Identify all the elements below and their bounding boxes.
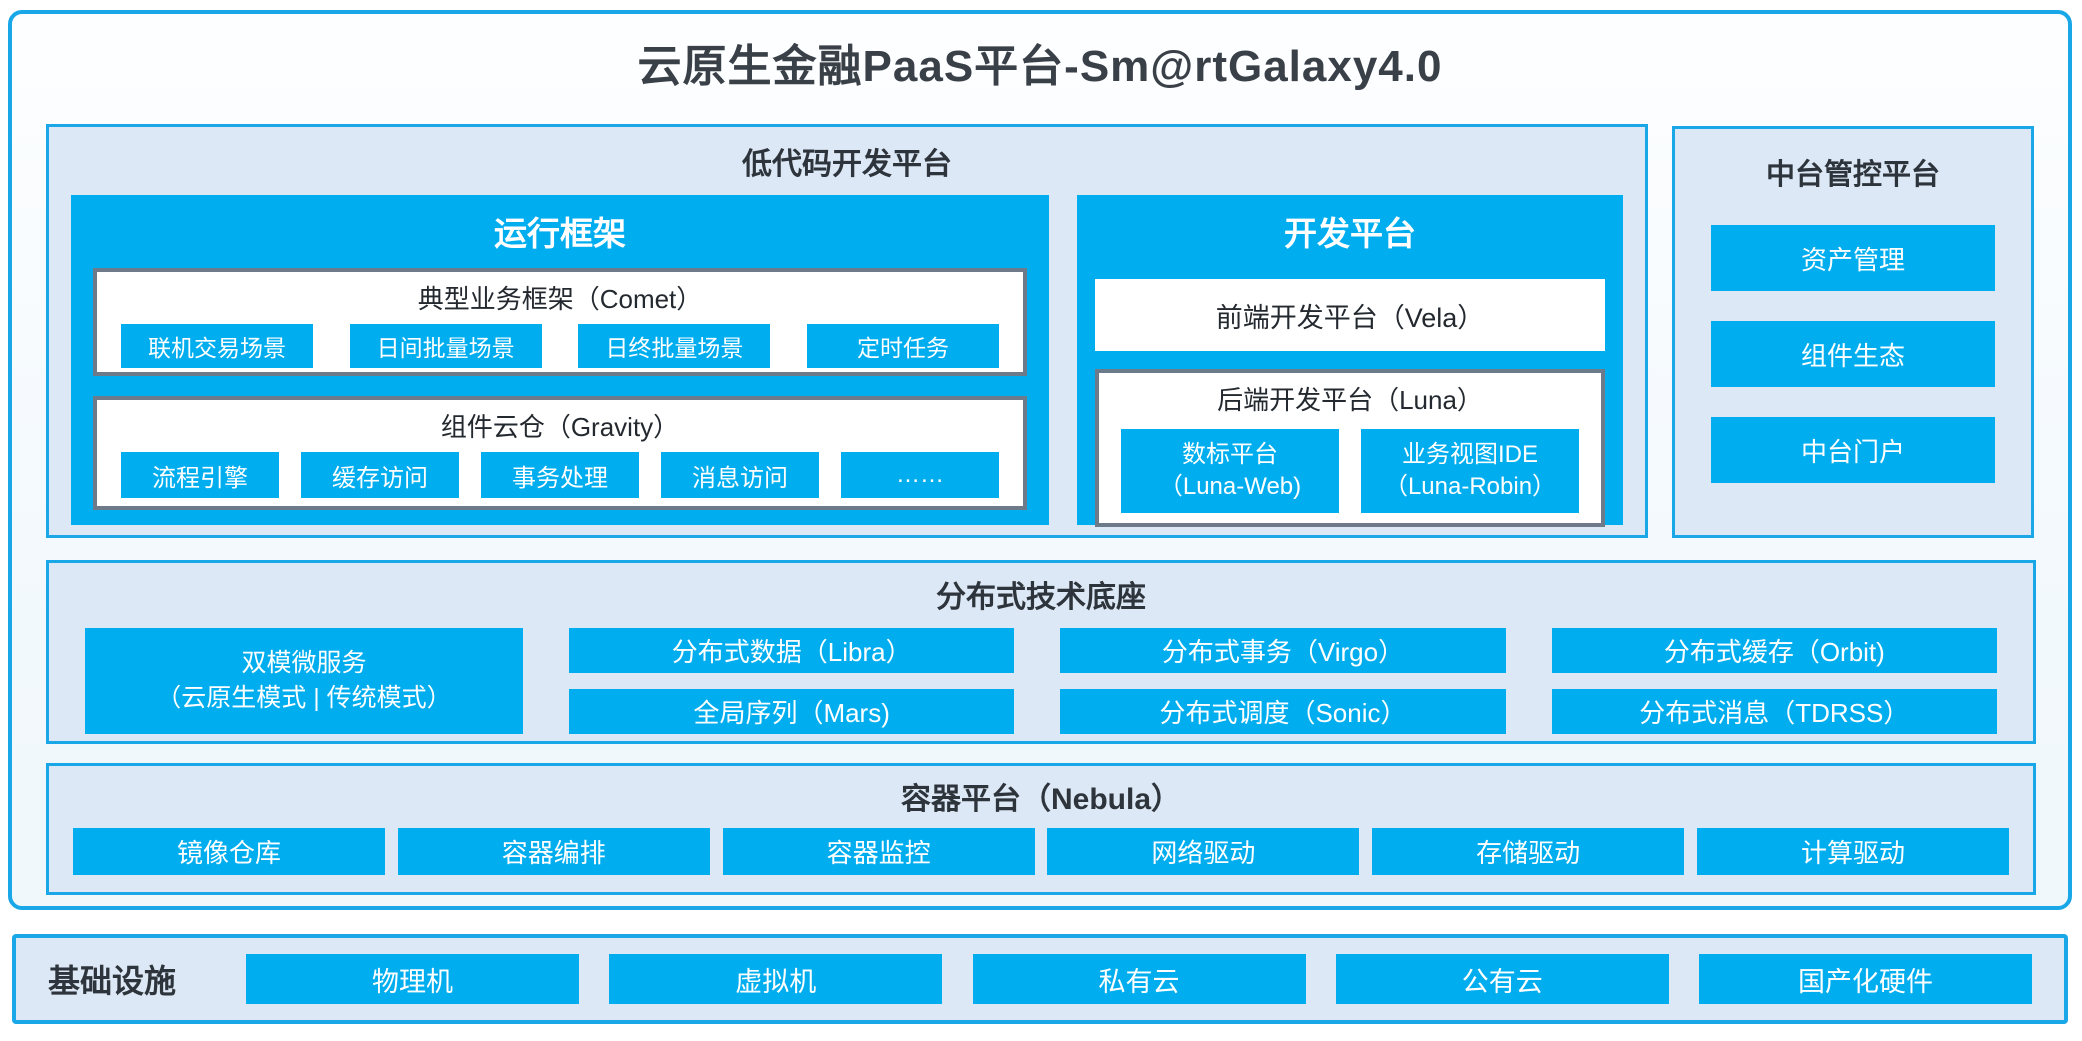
- comet-item: 定时任务: [806, 324, 999, 368]
- container-platform-panel: 容器平台（Nebula） 镜像仓库 容器编排 容器监控 网络驱动 存储驱动 计算…: [46, 763, 2036, 895]
- dual-mode-microservice-box: 双模微服务 （云原生模式 | 传统模式）: [85, 628, 523, 734]
- dual-mode-line1: 双模微服务: [241, 649, 367, 677]
- distributed-item: 分布式消息（TDRSS）: [1551, 689, 1997, 734]
- midplatform-items-col: 资产管理 组件生态 中台门户: [1711, 225, 1995, 483]
- dual-mode-line2: （云原生模式 | 传统模式）: [156, 684, 452, 712]
- page-title: 云原生金融PaaS平台-Sm@rtGalaxy4.0: [637, 42, 1443, 91]
- midplatform-item: 中台门户: [1711, 417, 1995, 483]
- lowcode-platform-panel: 低代码开发平台 运行框架 典型业务框架（Comet） 联机交易场景 日间批量场景…: [46, 124, 1648, 538]
- distributed-col-2: 分布式事务（Virgo） 分布式调度（Sonic）: [1060, 628, 1506, 734]
- luna-web-line2: （Luna-Web): [1158, 473, 1302, 500]
- infrastructure-item: 国产化硬件: [1699, 954, 2032, 1004]
- vela-frontend-box: 前端开发平台（Vela）: [1095, 279, 1605, 351]
- comet-item: 日间批量场景: [349, 324, 542, 368]
- infrastructure-item: 虚拟机: [609, 954, 943, 1004]
- distributed-content-row: 双模微服务 （云原生模式 | 传统模式） 分布式数据（Libra） 全局序列（M…: [85, 628, 1997, 734]
- comet-items-row: 联机交易场景 日间批量场景 日终批量场景 定时任务: [121, 324, 999, 368]
- infrastructure-items-row: 物理机 虚拟机 私有云 公有云 国产化硬件: [246, 954, 2032, 1004]
- distributed-base-title: 分布式技术底座: [936, 581, 1146, 614]
- container-item: 容器监控: [722, 828, 1035, 875]
- midplatform-panel: 中台管控平台 资产管理 组件生态 中台门户: [1672, 126, 2034, 538]
- runtime-framework-panel: 运行框架 典型业务框架（Comet） 联机交易场景 日间批量场景 日终批量场景 …: [71, 195, 1049, 525]
- infrastructure-label: 基础设施: [48, 963, 177, 999]
- luna-robin-line1: 业务视图IDE: [1401, 441, 1538, 468]
- luna-robin-item: 业务视图IDE （Luna-Robin）: [1361, 429, 1579, 513]
- lowcode-content-row: 运行框架 典型业务框架（Comet） 联机交易场景 日间批量场景 日终批量场景 …: [71, 195, 1623, 527]
- comet-framework-title: 典型业务框架（Comet）: [417, 284, 703, 314]
- distributed-col-1: 分布式数据（Libra） 全局序列（Mars): [569, 628, 1015, 734]
- container-platform-title: 容器平台（Nebula）: [900, 783, 1182, 816]
- platform-outline: 云原生金融PaaS平台-Sm@rtGalaxy4.0 低代码开发平台 运行框架 …: [8, 10, 2072, 910]
- runtime-framework-title: 运行框架: [494, 215, 626, 252]
- gravity-warehouse-box: 组件云仓（Gravity） 流程引擎 缓存访问 事务处理 消息访问 ……: [93, 396, 1027, 510]
- container-item: 镜像仓库: [73, 828, 385, 875]
- container-item: 容器编排: [397, 828, 710, 875]
- luna-web-line1: 数标平台: [1182, 441, 1278, 468]
- distributed-base-panel: 分布式技术底座 双模微服务 （云原生模式 | 传统模式） 分布式数据（Libra…: [46, 560, 2036, 744]
- luna-items-row: 数标平台 （Luna-Web) 业务视图IDE （Luna-Robin）: [1121, 429, 1579, 513]
- container-items-row: 镜像仓库 容器编排 容器监控 网络驱动 存储驱动 计算驱动: [73, 828, 2009, 875]
- luna-backend-box: 后端开发平台（Luna） 数标平台 （Luna-Web) 业务视图IDE （Lu…: [1095, 369, 1605, 527]
- distributed-item: 分布式调度（Sonic）: [1060, 689, 1506, 734]
- dev-platform-panel: 开发平台 前端开发平台（Vela） 后端开发平台（Luna） 数标平台 （Lun…: [1077, 195, 1623, 527]
- distributed-item: 全局序列（Mars): [569, 689, 1015, 734]
- comet-framework-box: 典型业务框架（Comet） 联机交易场景 日间批量场景 日终批量场景 定时任务: [93, 268, 1027, 376]
- distributed-item: 分布式缓存（Orbit): [1551, 628, 1997, 673]
- gravity-item: 事务处理: [481, 452, 639, 498]
- luna-web-item: 数标平台 （Luna-Web): [1121, 429, 1339, 513]
- distributed-col-3: 分布式缓存（Orbit) 分布式消息（TDRSS）: [1551, 628, 1997, 734]
- dev-platform-title: 开发平台: [1284, 215, 1416, 252]
- midplatform-title: 中台管控平台: [1765, 159, 1940, 191]
- infrastructure-item: 物理机: [246, 954, 579, 1004]
- infrastructure-panel: 基础设施 物理机 虚拟机 私有云 公有云 国产化硬件: [12, 934, 2068, 1024]
- infrastructure-item: 私有云: [972, 954, 1306, 1004]
- midplatform-item: 资产管理: [1711, 225, 1995, 291]
- distributed-item: 分布式数据（Libra）: [569, 628, 1015, 673]
- luna-backend-title: 后端开发平台（Luna）: [1217, 385, 1483, 415]
- comet-item: 联机交易场景: [121, 324, 313, 368]
- comet-item: 日终批量场景: [578, 324, 771, 368]
- infrastructure-item: 公有云: [1335, 954, 1669, 1004]
- gravity-item: 缓存访问: [301, 452, 459, 498]
- gravity-warehouse-title: 组件云仓（Gravity）: [440, 412, 680, 442]
- container-item: 计算驱动: [1696, 828, 2009, 875]
- container-item: 存储驱动: [1372, 828, 1685, 875]
- gravity-item: 流程引擎: [121, 452, 279, 498]
- gravity-items-row: 流程引擎 缓存访问 事务处理 消息访问 ……: [121, 452, 999, 498]
- lowcode-platform-title: 低代码开发平台: [742, 148, 952, 181]
- gravity-item: ……: [841, 452, 999, 498]
- luna-robin-line2: （Luna-Robin）: [1383, 473, 1557, 500]
- container-item: 网络驱动: [1047, 828, 1360, 875]
- gravity-item: 消息访问: [661, 452, 819, 498]
- midplatform-item: 组件生态: [1711, 321, 1995, 387]
- distributed-item: 分布式事务（Virgo）: [1060, 628, 1506, 673]
